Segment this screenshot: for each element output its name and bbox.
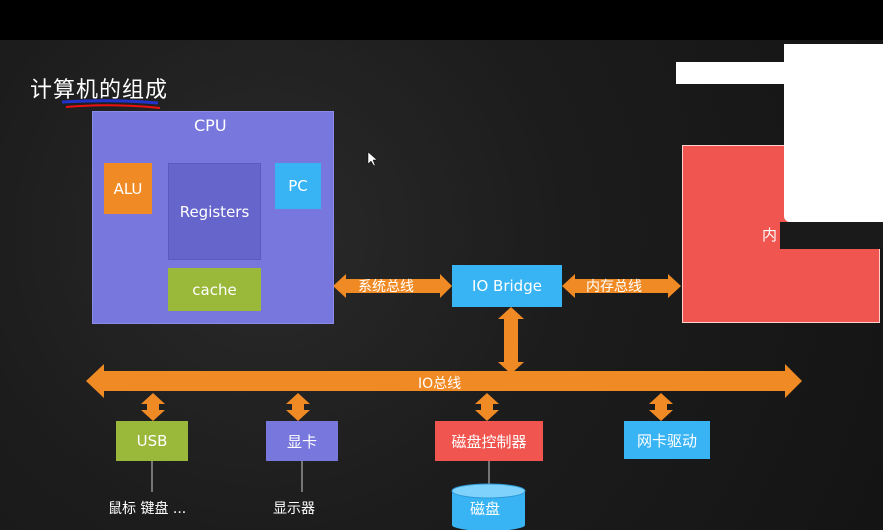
io-bus-label: IO总线 bbox=[418, 376, 462, 392]
gpu-connector-arrow bbox=[286, 393, 310, 421]
disk-cylinder bbox=[451, 483, 526, 530]
usb-connector-arrow bbox=[141, 393, 165, 421]
system-bus-label: 系统总线 bbox=[358, 279, 414, 295]
pc-block: PC bbox=[275, 163, 321, 209]
usb-block: USB bbox=[116, 421, 188, 461]
alu-block: ALU bbox=[104, 163, 152, 214]
overlay-white-strip bbox=[676, 62, 786, 84]
io-bridge-block: IO Bridge bbox=[452, 265, 562, 307]
memory-bus-arrow bbox=[562, 274, 681, 298]
page-title: 计算机的组成 bbox=[30, 78, 169, 103]
io-bus-arrow bbox=[86, 364, 802, 398]
gpu-caption: 显示器 bbox=[273, 501, 315, 517]
memory-label: 内 bbox=[762, 226, 778, 244]
memory-bus-label: 内存总线 bbox=[586, 279, 642, 295]
mouse-cursor-icon bbox=[367, 151, 378, 167]
disk-label: 磁盘 bbox=[470, 500, 501, 518]
cache-block: cache bbox=[168, 268, 261, 311]
overlay-dark-strip bbox=[780, 222, 883, 249]
title-underline-red bbox=[65, 104, 161, 109]
overlay-white-panel bbox=[784, 44, 883, 222]
title-underline-blue bbox=[61, 99, 159, 105]
bridge-to-iobus-arrow bbox=[498, 307, 524, 374]
nic-driver-block: 网卡驱动 bbox=[624, 421, 710, 459]
nic-connector-arrow bbox=[649, 393, 673, 421]
system-bus-arrow bbox=[333, 274, 452, 298]
cpu-label: CPU bbox=[194, 116, 227, 135]
disk-controller-block: 磁盘控制器 bbox=[435, 421, 543, 461]
registers-block: Registers bbox=[168, 163, 261, 260]
gpu-block: 显卡 bbox=[266, 421, 338, 461]
usb-caption: 鼠标 键盘 ... bbox=[108, 501, 187, 517]
disk-controller-connector-arrow bbox=[475, 393, 499, 421]
